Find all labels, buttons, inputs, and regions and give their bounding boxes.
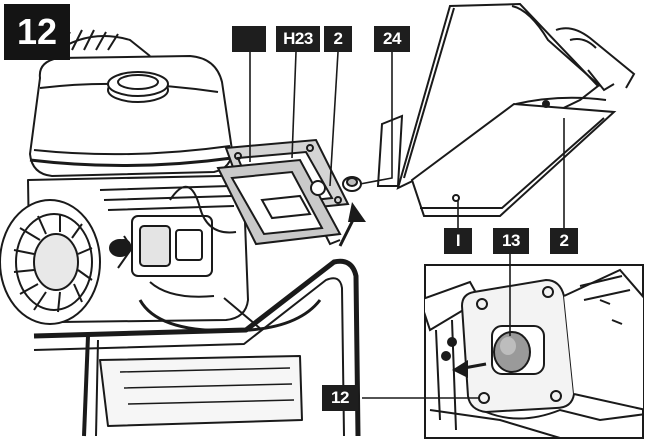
- callout-h23: H23: [276, 26, 320, 52]
- callout-2-top: 2: [324, 26, 352, 52]
- inset-detail: [424, 264, 644, 439]
- callout-i: I: [444, 228, 472, 254]
- callout-24: 24: [374, 26, 410, 52]
- callout-13: 13: [493, 228, 529, 254]
- callout-12: 12: [322, 385, 358, 411]
- callout-2-right: 2: [550, 228, 578, 254]
- recoil-starter: [0, 199, 131, 325]
- mounting-bracket: [216, 158, 342, 246]
- direction-arrow: [338, 202, 366, 247]
- engine-assembly: [27, 29, 361, 437]
- callout-blank: [232, 26, 266, 52]
- step-number-badge: 12: [4, 4, 70, 60]
- inset-arrow: [452, 360, 487, 378]
- frame-bar: [33, 258, 361, 437]
- bolt: [342, 176, 362, 192]
